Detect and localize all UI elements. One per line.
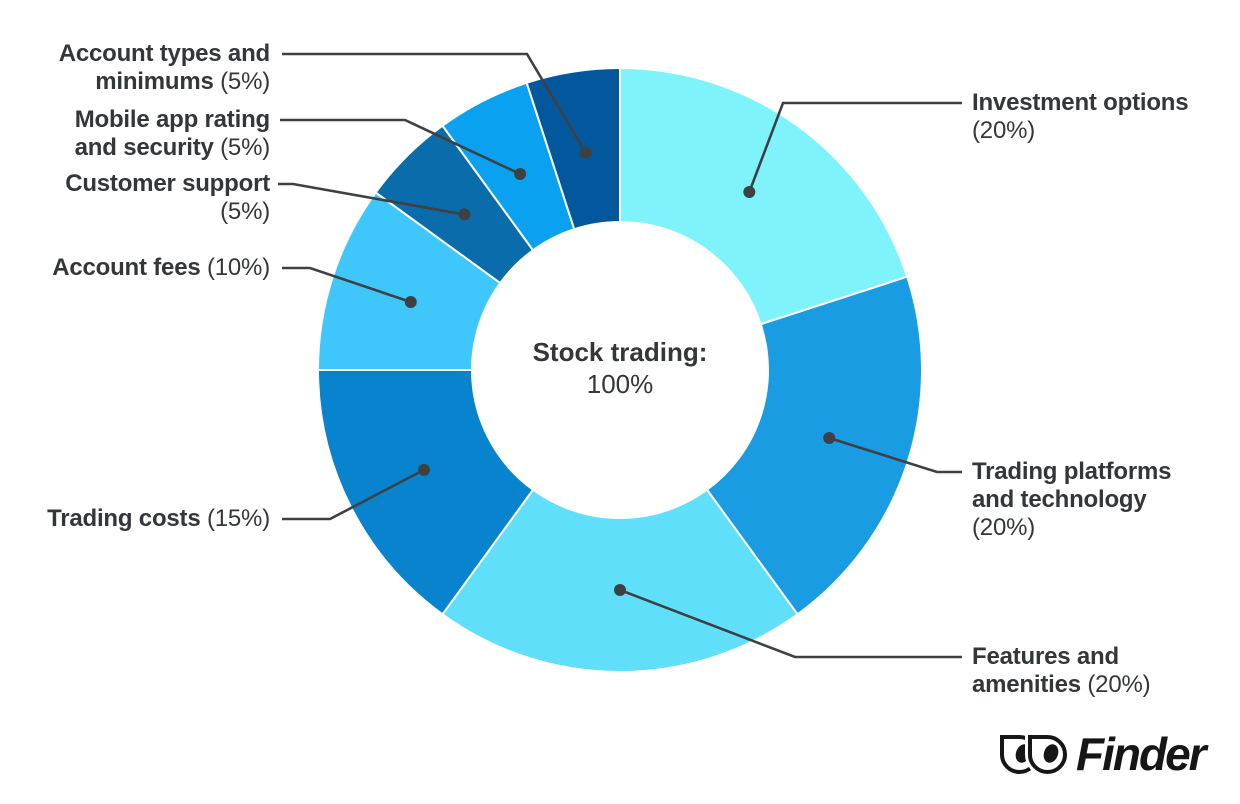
slice-investment-options bbox=[619, 66, 909, 326]
pupil-icon bbox=[1041, 742, 1061, 765]
slice-label-text: Account fees bbox=[52, 254, 207, 281]
slice-account-types-and-minimums bbox=[525, 66, 621, 231]
connector-dot-mobile-app-rating-and-security bbox=[514, 167, 527, 180]
slice-label-text: amenities bbox=[972, 671, 1088, 698]
slice-label-trading-costs: Trading costs (15%) bbox=[47, 505, 270, 533]
connector-dot-trading-costs bbox=[417, 463, 430, 476]
slice-label-text: (5%) bbox=[220, 198, 270, 225]
slice-label-text: (5%) bbox=[220, 134, 270, 161]
connector-dot-account-fees bbox=[404, 296, 417, 309]
slice-label-text: (5%) bbox=[220, 68, 270, 95]
slice-trading-platforms-and-technology bbox=[705, 275, 923, 616]
slice-label-account-fees: Account fees (10%) bbox=[52, 254, 270, 282]
connector-line-trading-platforms-and-technology bbox=[828, 436, 962, 474]
slice-label-text: Investment options bbox=[972, 89, 1189, 116]
slice-label-text: Mobile app rating bbox=[74, 106, 270, 133]
finder-logo: Finder bbox=[1000, 728, 1207, 780]
slice-label-text: Account types and bbox=[58, 40, 271, 67]
connector-dot-investment-options bbox=[743, 186, 756, 199]
slice-label-text: (20%) bbox=[972, 514, 1036, 541]
slice-trading-costs bbox=[316, 369, 535, 616]
slice-label-customer-support: Customer support(5%) bbox=[65, 170, 270, 226]
slice-label-text: Trading costs bbox=[47, 505, 207, 532]
center-label-value: 100% bbox=[586, 369, 654, 399]
slice-label-text: Trading platforms bbox=[972, 458, 1172, 485]
slice-label-text: and technology bbox=[972, 486, 1147, 513]
slice-label-text: (20%) bbox=[1087, 671, 1151, 698]
connector-line-investment-options bbox=[748, 101, 962, 193]
slice-label-text: Features and bbox=[972, 643, 1119, 670]
connector-dot-customer-support bbox=[458, 208, 471, 221]
connector-line-customer-support bbox=[278, 182, 465, 216]
eye-right-icon bbox=[1028, 735, 1067, 774]
brand-name: Finder bbox=[1076, 728, 1207, 780]
slice-features-and-amenities bbox=[441, 488, 799, 673]
center-label-title: Stock trading: bbox=[532, 337, 708, 367]
slice-label-text: minimums bbox=[95, 68, 221, 95]
connector-dot-account-types-and-minimums bbox=[579, 146, 592, 159]
finder-eyes-icon bbox=[1000, 735, 1067, 774]
connector-line-account-types-and-minimums bbox=[282, 52, 587, 154]
slice-label-text: Customer support bbox=[65, 170, 270, 197]
connector-line-account-fees bbox=[282, 266, 412, 304]
connector-line-trading-costs bbox=[282, 468, 425, 521]
connector-dot-trading-platforms-and-technology bbox=[823, 431, 836, 444]
slice-label-text: (15%) bbox=[206, 505, 270, 532]
slice-label-text: and security bbox=[74, 134, 221, 161]
slice-label-text: (20%) bbox=[972, 117, 1036, 144]
connector-dot-features-and-amenities bbox=[614, 584, 626, 596]
connector-line-mobile-app-rating-and-security bbox=[280, 118, 521, 176]
donut-center-label: Stock trading: 100% bbox=[460, 336, 780, 400]
connector-line-features-and-amenities bbox=[619, 588, 962, 659]
slice-label-text: (10%) bbox=[206, 254, 270, 281]
slice-label-investment-options: Investment options(20%) bbox=[972, 89, 1189, 145]
